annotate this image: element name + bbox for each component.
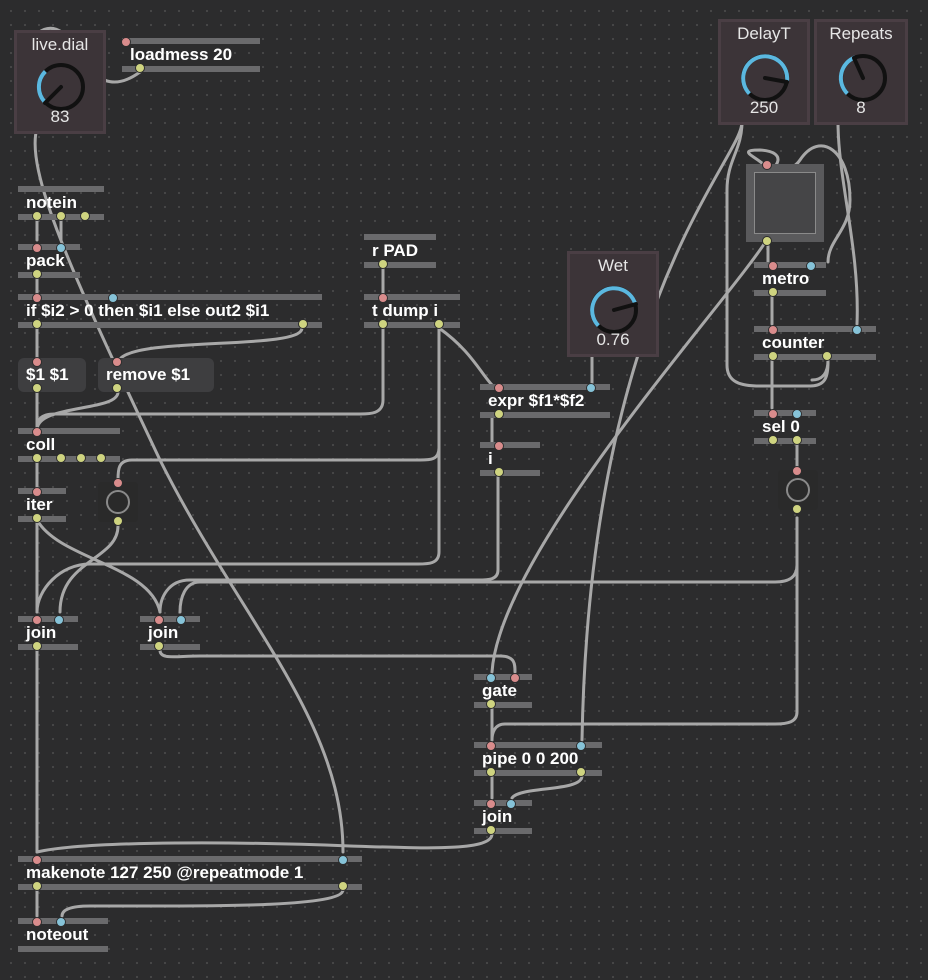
cord	[437, 326, 494, 387]
join-object-2[interactable]: join	[140, 615, 200, 651]
bang-button-left[interactable]	[98, 478, 138, 526]
join-object-1[interactable]: join	[18, 615, 78, 651]
cord	[35, 390, 120, 432]
counter-object[interactable]: counter	[754, 325, 876, 361]
iter-text: iter	[26, 495, 53, 514]
repeats-dial-label: Repeats	[829, 24, 893, 43]
metro-object[interactable]: metro	[754, 261, 826, 297]
delayt-dial[interactable]: DelayT 250	[718, 19, 810, 125]
toggle-button[interactable]	[746, 160, 824, 246]
receive-pad-object[interactable]: r PAD	[364, 234, 436, 269]
cord	[35, 832, 494, 854]
cord	[116, 326, 441, 482]
join-2-text: join	[148, 623, 179, 642]
join-1-text: join	[26, 623, 57, 642]
notein-text: notein	[26, 193, 77, 212]
notein-object[interactable]: notein	[18, 186, 104, 221]
makenote-text: makenote 127 250 @repeatmode 1	[26, 863, 304, 882]
remove-message-text: remove $1	[106, 365, 191, 384]
int-text: i	[488, 449, 493, 468]
repeats-dial-knob[interactable]	[833, 48, 893, 108]
trigger-text: t dump i	[372, 301, 439, 320]
cord	[158, 648, 517, 674]
gate-object[interactable]: gate	[474, 673, 532, 709]
pipe-text: pipe 0 0 200	[482, 749, 579, 768]
join-3-text: join	[482, 807, 513, 826]
cord	[836, 120, 859, 326]
dup-message-text: $1 $1	[26, 365, 69, 384]
cord	[510, 774, 584, 800]
cord	[33, 126, 345, 854]
int-object[interactable]: i	[480, 441, 540, 477]
wet-dial-label: Wet	[598, 256, 628, 275]
noteout-text: noteout	[26, 925, 89, 944]
if-object[interactable]: if $i2 > 0 then $i1 else out2 $i1	[18, 293, 322, 329]
select-object[interactable]: sel 0	[754, 409, 816, 445]
pack-object[interactable]: pack	[18, 243, 80, 279]
cord	[580, 120, 744, 742]
counter-text: counter	[762, 333, 825, 352]
trigger-object[interactable]: t dump i	[364, 293, 460, 329]
cord	[178, 516, 799, 614]
cord	[158, 472, 500, 614]
cord	[810, 358, 830, 382]
delayt-dial-knob[interactable]	[735, 48, 795, 108]
loadmess-object[interactable]: loadmess 20	[121, 37, 260, 73]
cord	[58, 524, 120, 614]
cord	[60, 888, 345, 918]
live-dial[interactable]: live.dial 83	[14, 30, 106, 134]
coll-text: coll	[26, 435, 56, 454]
remove-message[interactable]: remove $1	[98, 357, 214, 393]
pipe-object[interactable]: pipe 0 0 200	[474, 741, 602, 777]
wet-dial[interactable]: Wet 0.76	[567, 251, 659, 357]
wet-dial-value: 0.76	[596, 330, 630, 349]
receive-pad-text: r PAD	[372, 241, 418, 260]
delayt-dial-label: DelayT	[737, 24, 791, 43]
live-dial-label: live.dial	[31, 35, 89, 54]
pack-text: pack	[26, 251, 65, 270]
coll-object[interactable]: coll	[18, 427, 120, 463]
loadmess-text: loadmess 20	[130, 45, 233, 64]
makenote-object[interactable]: makenote 127 250 @repeatmode 1	[18, 855, 362, 891]
expr-text: expr $f1*$f2	[488, 391, 585, 410]
select-text: sel 0	[762, 417, 800, 436]
join-object-3[interactable]: join	[474, 799, 532, 835]
delayt-dial-value: 250	[749, 98, 779, 117]
dup-message[interactable]: $1 $1	[18, 357, 86, 393]
expr-object[interactable]: expr $f1*$f2	[480, 383, 610, 419]
metro-text: metro	[762, 269, 810, 288]
cord	[35, 518, 162, 614]
iter-object[interactable]: iter	[18, 487, 66, 523]
if-text: if $i2 > 0 then $i1 else out2 $i1	[26, 301, 270, 320]
repeats-dial-value: 8	[856, 98, 866, 117]
noteout-object[interactable]: noteout	[18, 917, 108, 952]
bang-button-right[interactable]	[778, 466, 818, 514]
gate-text: gate	[482, 681, 517, 700]
live-dial-value: 83	[50, 107, 70, 126]
repeats-dial[interactable]: Repeats 8	[814, 19, 908, 125]
cord	[490, 516, 799, 742]
